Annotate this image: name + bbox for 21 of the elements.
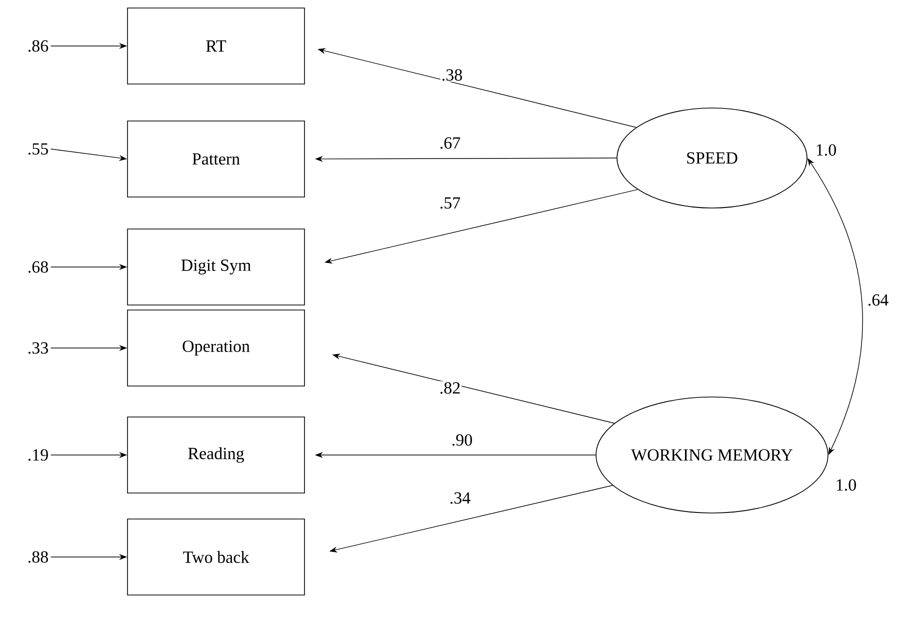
edge-label: .67 bbox=[438, 136, 462, 150]
error-variance-label: .88 bbox=[28, 551, 48, 563]
error-variance-label: .68 bbox=[28, 261, 48, 273]
edge-label: .90 bbox=[450, 433, 474, 447]
variable-box: Reading bbox=[127, 416, 305, 494]
error-variance-label: .55 bbox=[28, 143, 48, 155]
edge-label: .57 bbox=[438, 196, 462, 210]
variable-box: Digit Sym bbox=[127, 228, 305, 306]
error-variance-label: .19 bbox=[28, 449, 48, 461]
variable-box: RT bbox=[127, 8, 305, 84]
edge-label: .64 bbox=[866, 293, 890, 307]
edge-label: .82 bbox=[438, 381, 462, 395]
error-variance-label: .86 bbox=[28, 40, 48, 52]
variance-label: 1.0 bbox=[836, 479, 856, 491]
variable-box: Operation bbox=[127, 310, 305, 386]
variable-box: Pattern bbox=[127, 120, 305, 198]
edge-label: .34 bbox=[448, 491, 472, 505]
edge-label: .38 bbox=[440, 68, 464, 82]
error-variance-label: .33 bbox=[28, 342, 48, 354]
variance-label: 1.0 bbox=[816, 144, 836, 156]
variable-box: Two back bbox=[127, 518, 305, 596]
